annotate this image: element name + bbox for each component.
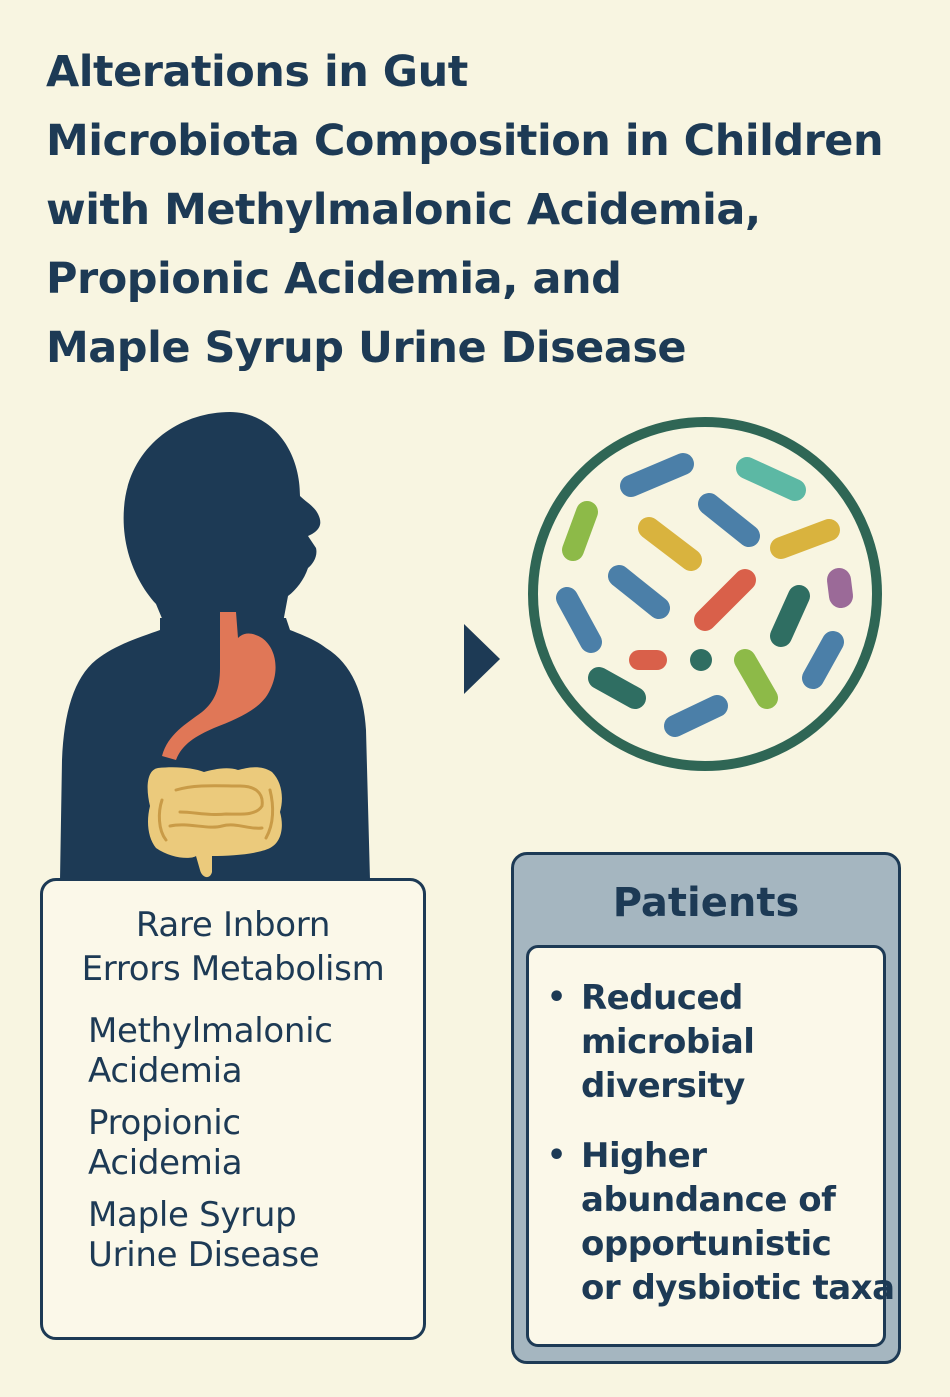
condition-propionic-acidemia: Propionic Acidemia: [88, 1103, 423, 1183]
patients-box: Patients • Reduced microbial diversity •…: [511, 852, 901, 1364]
bacterium-rod: [736, 457, 806, 501]
bullet-icon: •: [547, 1138, 566, 1173]
patients-heading: Patients: [612, 880, 800, 926]
intestines: [147, 767, 282, 878]
finding-line: microbial: [581, 1022, 755, 1062]
bacterium-rod: [620, 453, 694, 497]
finding-line: Reduced: [581, 978, 743, 1018]
bacterium-rod: [802, 631, 844, 689]
arrow-right-icon: [464, 624, 500, 694]
bacterium-rod: [734, 649, 778, 709]
condition-line: Acidemia: [88, 1051, 243, 1091]
bacterium-rod: [562, 501, 598, 561]
finding-line: or dysbiotic taxa: [581, 1268, 895, 1308]
bacterium-rod: [588, 667, 646, 709]
patients-findings-panel: • Reduced microbial diversity • Higher a…: [526, 945, 895, 1347]
condition-line: Urine Disease: [88, 1235, 320, 1275]
condition-line: Maple Syrup: [88, 1195, 297, 1235]
bacterium-rod: [608, 565, 670, 619]
title-line-3: with Methylmalonic Acidemia,: [46, 185, 761, 235]
bacterium-rod: [694, 569, 756, 631]
rare-inborn-heading-line-2: Errors Metabolism: [81, 949, 385, 989]
bacterium-rod: [827, 568, 853, 608]
bacterium-rod: [638, 517, 702, 571]
bacteria-group: [556, 453, 853, 737]
torso: [60, 618, 370, 880]
title-line-5: Maple Syrup Urine Disease: [46, 323, 687, 373]
bacterium-rod: [770, 519, 840, 559]
condition-line: Methylmalonic: [88, 1011, 333, 1051]
title-line-2: Microbiota Composition in Children: [46, 116, 884, 166]
child-silhouette-illustration: [60, 412, 370, 880]
title-line-1: Alterations in Gut: [46, 47, 468, 97]
child-silhouette: [60, 412, 370, 880]
rare-inborn-heading-line-1: Rare Inborn: [135, 905, 331, 945]
finding-line: Higher: [581, 1136, 707, 1176]
finding-line: opportunistic: [581, 1224, 832, 1264]
condition-line: Acidemia: [88, 1143, 243, 1183]
rare-inborn-heading: Rare Inborn Errors Metabolism: [43, 903, 423, 991]
condition-line: Propionic: [88, 1103, 241, 1143]
head: [123, 412, 321, 628]
finding-reduced-diversity: • Reduced microbial diversity: [529, 976, 883, 1108]
stomach-esophagus: [162, 612, 276, 760]
bacterium-rod: [556, 587, 602, 653]
bullet-icon: •: [547, 980, 566, 1015]
petri-dish-microbiota: [528, 417, 882, 771]
rare-inborn-errors-box: Rare Inborn Errors Metabolism Methylmalo…: [40, 878, 426, 1340]
page-title: Alterations in Gut Microbiota Compositio…: [46, 38, 936, 383]
bacterium-rod: [770, 585, 810, 647]
condition-maple-syrup-urine-disease: Maple Syrup Urine Disease: [88, 1195, 423, 1275]
bacterium-rod: [664, 695, 728, 737]
finding-line: abundance of: [581, 1180, 836, 1220]
condition-methylmalonic-acidemia: Methylmalonic Acidemia: [88, 1011, 423, 1091]
finding-higher-abundance: • Higher abundance of opportunistic or d…: [529, 1134, 895, 1310]
bacterium-rod: [698, 493, 760, 547]
finding-line: diversity: [581, 1066, 745, 1106]
title-line-4: Propionic Acidemia, and: [46, 254, 622, 304]
bacterium-coccus: [690, 649, 712, 671]
